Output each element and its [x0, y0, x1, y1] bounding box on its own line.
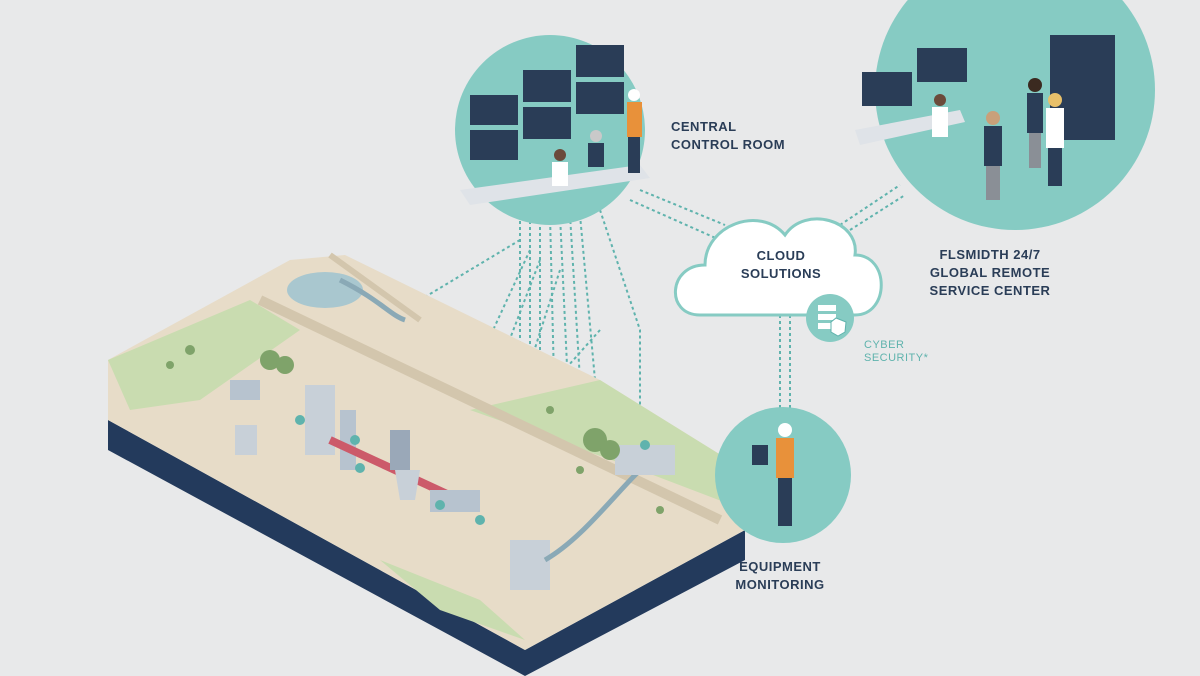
cloud-label: CLOUD SOLUTIONS — [716, 247, 846, 283]
grass-patch — [380, 560, 525, 640]
server-shield-icon — [806, 294, 854, 342]
monitor-wall-icon — [470, 45, 624, 160]
control-room-label: CENTRAL CONTROL ROOM — [671, 118, 785, 154]
operator-figures — [552, 89, 642, 186]
cloud-label-line1: CLOUD — [756, 248, 806, 263]
cloud-icon — [674, 217, 883, 317]
silo — [395, 470, 420, 500]
quarry-pond — [287, 272, 363, 308]
equipment-label-line2: MONITORING — [735, 577, 825, 592]
equipment-label: EQUIPMENT MONITORING — [720, 558, 840, 594]
control-room-circle — [455, 35, 650, 225]
remote-center-label-line1: FLSMIDTH 24/7 — [939, 247, 1041, 262]
conveyor — [338, 277, 406, 323]
industrial-site — [108, 252, 745, 676]
plant-building — [230, 380, 260, 400]
control-room-label-line2: CONTROL ROOM — [671, 137, 786, 152]
cyber-security-label-line2: SECURITY* — [864, 352, 929, 364]
equipment-circle — [715, 407, 851, 543]
grass-patch — [108, 300, 300, 410]
worker-tablet-icon — [752, 423, 794, 526]
road — [328, 252, 422, 323]
control-room-label-line1: CENTRAL — [671, 119, 737, 134]
trees — [166, 345, 664, 514]
staff-figures — [932, 78, 1064, 200]
equipment-label-line1: EQUIPMENT — [739, 559, 821, 574]
plant-building — [390, 430, 410, 470]
cyber-security-label: CYBER SECURITY* — [864, 339, 928, 365]
conveyor — [543, 468, 642, 563]
cloud-label-line2: SOLUTIONS — [740, 266, 822, 281]
remote-center-label-line3: SERVICE CENTER — [929, 283, 1051, 298]
remote-center-label-line2: GLOBAL REMOTE — [929, 265, 1051, 280]
remote-center-circle — [855, 0, 1155, 230]
plant-building — [235, 425, 257, 455]
cyber-security-label-line1: CYBER — [864, 339, 905, 351]
remote-center-label: FLSMIDTH 24/7 GLOBAL REMOTE SERVICE CENT… — [900, 246, 1080, 300]
road — [257, 295, 723, 525]
plant-building — [340, 410, 356, 470]
storage-building — [510, 540, 550, 590]
sensor-nodes — [295, 415, 650, 525]
